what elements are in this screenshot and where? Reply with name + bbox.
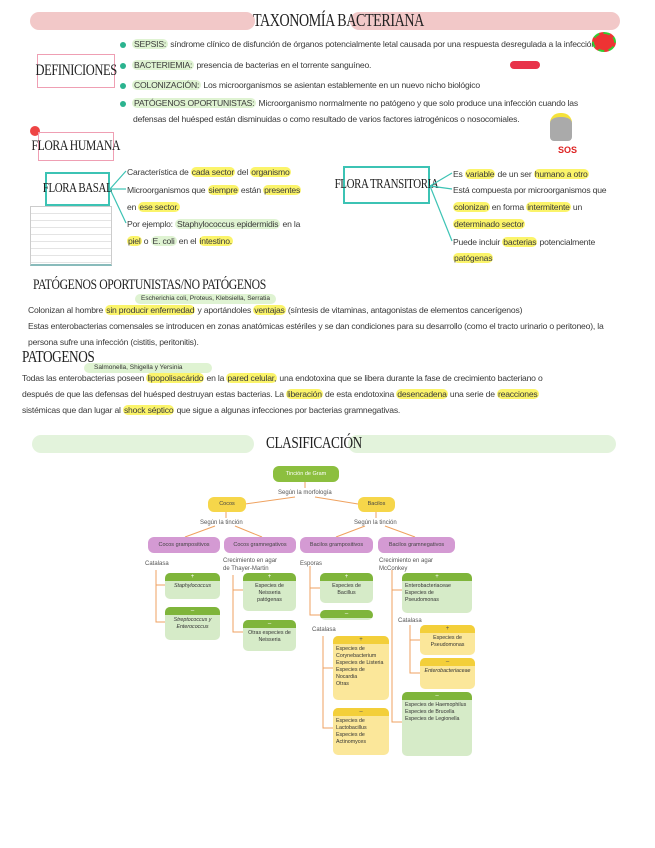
bacilos-grampositivos-node: Bacilos grampositivos bbox=[300, 537, 373, 553]
list-item: Especies de Lactobacillus bbox=[336, 718, 367, 731]
bacillus-neg-card: – bbox=[320, 610, 373, 620]
neisseria-neg-card: –Otras especies de Neisseria bbox=[243, 620, 296, 651]
person-sos-icon bbox=[550, 113, 572, 141]
flora-basal-heading: FLORA BASAL bbox=[42, 181, 113, 196]
list-item: Especies de Legionella bbox=[405, 716, 460, 722]
oportunistas-line-3: persona sufre una infección (cistitis, p… bbox=[28, 337, 199, 347]
oportunistas-line-1: Colonizan al hombre sin producir enferme… bbox=[28, 305, 523, 315]
list-item: Otras bbox=[336, 681, 349, 687]
tincion-gram-node: Tinción de Gram bbox=[273, 466, 339, 482]
cocos-node: Cocos bbox=[208, 497, 246, 512]
pseudomonas-card: +Especies de Pseudomonas bbox=[420, 625, 475, 655]
thayer-martin-label: Crecimiento en agar de Thayer-Martin bbox=[223, 558, 278, 572]
basal-line-3: en ese sector. bbox=[127, 202, 180, 212]
list-item: Especies de Pseudomonas bbox=[405, 590, 439, 603]
trans-line-2: Está compuesta por microorganismos que bbox=[453, 185, 607, 195]
bacteria-crossed-icon bbox=[592, 32, 616, 52]
basal-line-2: Microorganismos que siempre están presen… bbox=[127, 185, 302, 195]
segun-tincion-cocos-label: Según la tinción bbox=[200, 520, 243, 526]
clasif-bar-left bbox=[32, 435, 254, 453]
bacillus-card: +Especies de Bacillus bbox=[320, 573, 373, 603]
list-item: Especies de Corynebacterium bbox=[336, 646, 377, 659]
oportunistas-line-2: Estas enterobacterias comensales se intr… bbox=[28, 321, 604, 331]
def-colonizacion: COLONIZACIÓN: Los microorganismos se asi… bbox=[120, 77, 480, 93]
flora-transitoria-box: FLORA TRANSITORIA bbox=[335, 166, 439, 204]
flora-basal-box: FLORA BASAL bbox=[42, 172, 113, 206]
def-patogenos-oportunistas: PATÓGENOS OPORTUNISTAS: Microorganismo n… bbox=[120, 95, 578, 111]
cocos-gramnegativos-node: Cocos gramnegativos bbox=[224, 537, 296, 553]
flora-transitoria-heading: FLORA TRANSITORIA bbox=[334, 177, 439, 192]
definiciones-heading: DEFINICIONES bbox=[35, 62, 117, 79]
flora-humana-heading: FLORA HUMANA bbox=[31, 138, 121, 154]
esporas-label: Esporas bbox=[300, 561, 323, 567]
def-patogenos-oportunistas-cont: defensas del huésped están disminuidas o… bbox=[133, 114, 520, 124]
bacilos-node: Bacilos bbox=[358, 497, 395, 512]
list-item: Especies de Actinomyces bbox=[336, 732, 367, 745]
sos-label: SOS bbox=[558, 145, 578, 155]
trans-line-4: determinado sector bbox=[453, 219, 525, 229]
def-sepsis: SEPSIS: síndrome clínico de disfunción d… bbox=[120, 36, 596, 52]
blood-vessel-icon bbox=[510, 61, 540, 69]
basal-line-4: Por ejemplo: Staphylococcus epidermidis … bbox=[127, 219, 301, 229]
list-item: Especies de Listeria bbox=[336, 660, 384, 666]
trans-line-3: colonizan en forma intermitente un bbox=[453, 202, 583, 212]
patogenos-line-1: Todas las enterobacterias poseen lipopol… bbox=[22, 373, 543, 383]
basal-line-1: Característica de cada sector del organi… bbox=[127, 167, 291, 177]
flower-icon bbox=[30, 126, 40, 136]
title-bar-left bbox=[30, 12, 255, 30]
streptococcus-card: –Streptococcus y Enterococcus bbox=[165, 607, 220, 640]
neisseria-pos-card: +Especies de Neisseria patógenas bbox=[243, 573, 296, 611]
clasificacion-heading: CLASIFICACIÓN bbox=[266, 433, 362, 452]
trans-line-5: Puede incluir bacterias potencialmente bbox=[453, 237, 596, 247]
flora-humana-box: FLORA HUMANA bbox=[32, 132, 121, 161]
basal-arrows bbox=[109, 170, 127, 224]
staphylococcus-card: +Staphylococcus bbox=[165, 573, 220, 599]
basal-line-5: piel o E. coli en el intestino. bbox=[127, 236, 233, 246]
patogenos-heading: PATOGENOS bbox=[22, 347, 95, 366]
def-bacteriemia: BACTERIEMIA: presencia de bacterias en e… bbox=[120, 57, 371, 73]
mcconkey-label: Crecimiento en agar McConkey bbox=[379, 558, 434, 572]
segun-morfologia-label: Según la morfología bbox=[278, 490, 332, 496]
reference-table-thumbnail bbox=[30, 206, 112, 266]
list-item: Enterobacteriaceae bbox=[405, 583, 451, 589]
segun-tincion-bacilos-label: Según la tinción bbox=[354, 520, 397, 526]
bacilos-gramnegativos-node: Bacilos gramnegativos bbox=[378, 537, 455, 553]
enterobacteriaceae-card: –Enterobacteriaceae bbox=[420, 658, 475, 689]
patogenos-note: Salmonella, Shigella y Yersinia bbox=[84, 363, 212, 373]
transitoria-arrows bbox=[429, 172, 453, 242]
patogenos-line-3: sistémicas que dan lugar al shock séptic… bbox=[22, 405, 401, 415]
list-item: Especies de Haemophilus bbox=[405, 702, 467, 708]
page-title: TAXONOMÍA BACTERIANA bbox=[253, 10, 424, 30]
trans-line-1: Es variable de un ser humano a otro bbox=[453, 169, 589, 179]
cocos-grampositivos-node: Cocos grampositivos bbox=[148, 537, 220, 553]
catalasa-label-cocos: Catalasa bbox=[145, 561, 169, 567]
trans-line-6: patógenas bbox=[453, 253, 494, 263]
list-item: Especies de Brucella bbox=[405, 709, 455, 715]
oportunistas-note: Escherichia coli, Proteus, Klebsiella, S… bbox=[135, 294, 276, 304]
oportunistas-heading: PATÓGENOS OPORTUNISTAS/NO PATÓGENOS bbox=[33, 277, 266, 293]
catalasa-label-bacilos: Catalasa bbox=[312, 627, 336, 633]
clasif-bar-right bbox=[348, 435, 616, 453]
catalasa-label-gramneg: Catalasa bbox=[398, 618, 422, 624]
definiciones-box: DEFINICIONES bbox=[35, 54, 117, 88]
patogenos-line-2: después de que las defensas del huésped … bbox=[22, 389, 539, 399]
list-item: Especies de Nocardia bbox=[336, 667, 365, 680]
title-bar-right bbox=[350, 12, 620, 30]
